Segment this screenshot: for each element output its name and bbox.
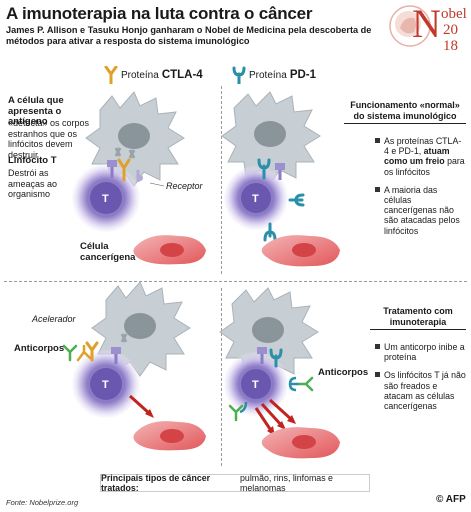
apc-nucleus: [118, 123, 150, 149]
divider-vertical-top: [221, 86, 222, 274]
cancer-cell-bottom-right: [261, 427, 340, 459]
bullet-square-icon: [375, 186, 380, 192]
tcell-top-right: [224, 166, 288, 230]
lymphocyte-description: Destrói as ameaças ao organismo: [8, 168, 58, 199]
lymphocyte-title: Linfócito T: [8, 155, 57, 166]
bullet-square-icon: [375, 344, 380, 349]
receptor-group-bottom-left: [85, 333, 128, 364]
normal-function-bullets: As proteínas CTLA-4 e PD-1, atuam como u…: [375, 136, 466, 244]
receptor-group-top-left: [107, 147, 143, 182]
normal-function-title: Funcionamento «normal» do sistema imunol…: [344, 100, 466, 124]
divider-vertical-bottom: [221, 288, 222, 466]
tcell-letter-bottom-left: T: [102, 379, 109, 391]
treatment-bullet-1: Um anticorpo inibe a proteína: [375, 342, 466, 362]
receptor-group-top-right: [257, 158, 305, 242]
tcell-bottom-left: [72, 350, 140, 418]
tcell-letter: T: [102, 193, 109, 205]
nobel-logo: N obel 20 18: [386, 2, 468, 66]
pd1-protein-icon: [232, 66, 246, 84]
ctla4-protein-icon: [104, 66, 118, 84]
cancer-types-box: Principais tipos de câncer tratados: pul…: [100, 473, 370, 493]
apc-title: A célula que apresenta o antígeno: [8, 95, 64, 127]
apc-description: «detecta» os corpos estranhos que os lin…: [8, 118, 90, 160]
antibodies-label-right: Anticorpos: [318, 367, 369, 378]
page-subtitle: James P. Allison e Tasuku Honjo ganharam…: [6, 25, 372, 46]
nobel-initial: N: [412, 1, 441, 46]
receptor-group-bottom-right: [257, 347, 283, 368]
antibody-bottom-left: [62, 344, 92, 362]
bullet-square-icon: [375, 372, 380, 378]
page-title: A imunoterapia na luta contra o câncer: [6, 4, 313, 23]
antibody-bottom-right-1: [288, 376, 314, 392]
normal-bullet-1: As proteínas CTLA-4 e PD-1, atuam como u…: [375, 136, 466, 177]
receptor-label: Receptor: [166, 181, 203, 191]
treatment-title: Tratamento com imunoterapia: [370, 306, 466, 330]
cancer-cell-top-left: [133, 235, 206, 265]
nobel-medal-icon: [389, 5, 431, 47]
legend-ctla4-name: CTLA-4: [161, 69, 203, 81]
antibody-bottom-right-2: [228, 401, 248, 422]
tcell-letter-top-right: T: [252, 193, 259, 205]
cancer-cell-top-right: [261, 235, 340, 267]
normal-bullet-2: A maioria das células cancerígenas não s…: [375, 185, 466, 236]
bullet-square-icon: [375, 138, 380, 143]
cancer-cell-label: Célula cancerígena: [80, 241, 136, 263]
cancer-types-list: pulmão, rins, linfomas e melanomas: [240, 473, 333, 493]
treatment-bullet-2: Os linfócitos T já não são freados e ata…: [375, 370, 466, 411]
divider-horizontal: [4, 281, 467, 282]
nobel-word: obel: [441, 6, 467, 22]
legend-pd1-prefix: Proteína: [249, 69, 287, 81]
legend-pd1-name: PD-1: [289, 69, 317, 81]
cancer-cell-bottom-left: [133, 421, 206, 451]
treatment-bullets: Um anticorpo inibe a proteína Os linfóci…: [375, 342, 466, 419]
afp-credit: © AFP: [436, 494, 466, 505]
source-credit: Fonte: Nobelprize.org: [6, 498, 79, 507]
nobel-year-top: 20: [443, 22, 458, 38]
nobel-year-bottom: 18: [443, 38, 458, 54]
apc-cell-top-right: [221, 91, 321, 185]
accelerator-label: Acelerador: [32, 314, 76, 324]
legend-ctla4: Proteína CTLA-4: [104, 66, 203, 84]
antibodies-label-left: Anticorpos: [14, 343, 65, 354]
cancer-types-label: Principais tipos de câncer tratados:: [101, 473, 211, 493]
attack-arrow-bottom-left: [128, 394, 154, 418]
tcell-letter-bottom-right: T: [252, 379, 259, 391]
legend-ctla4-prefix: Proteína: [121, 69, 159, 81]
legend-pd1: Proteína PD-1: [232, 66, 316, 84]
